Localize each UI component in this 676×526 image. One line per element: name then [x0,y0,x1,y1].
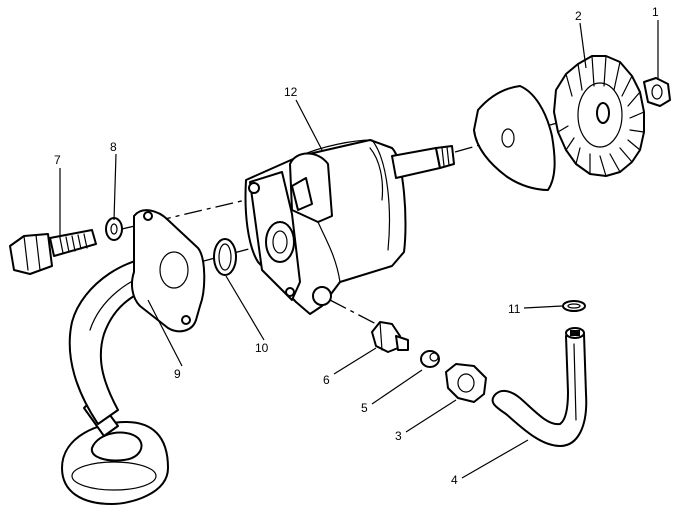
drive-gear [553,55,645,177]
callout-12: 12 [284,85,298,99]
pickup-tube-strainer [61,256,177,505]
callout-labels: 1 2 3 4 5 6 7 8 9 10 11 12 [54,5,659,487]
callout-5: 5 [361,401,368,415]
callout-1: 1 [652,5,659,19]
tube-nut [445,363,487,403]
callout-10: 10 [255,341,269,355]
callout-4: 4 [451,473,458,487]
bolt [9,229,97,275]
washer [105,217,123,241]
o-ring [213,238,237,276]
gear-nut [643,77,671,107]
fitting [371,321,409,353]
pickup-flange [131,209,206,333]
callout-7: 7 [54,153,61,167]
small-o-ring [562,300,586,312]
leader-lines [59,20,659,479]
callout-2: 2 [575,9,582,23]
callout-6: 6 [323,373,330,387]
gear-plate [473,85,556,191]
callout-3: 3 [395,429,402,443]
oil-tube [491,327,588,447]
sleeve [420,350,440,368]
callout-8: 8 [110,140,117,154]
pump-body [244,139,455,315]
callout-9: 9 [174,367,181,381]
callout-11: 11 [508,302,521,316]
